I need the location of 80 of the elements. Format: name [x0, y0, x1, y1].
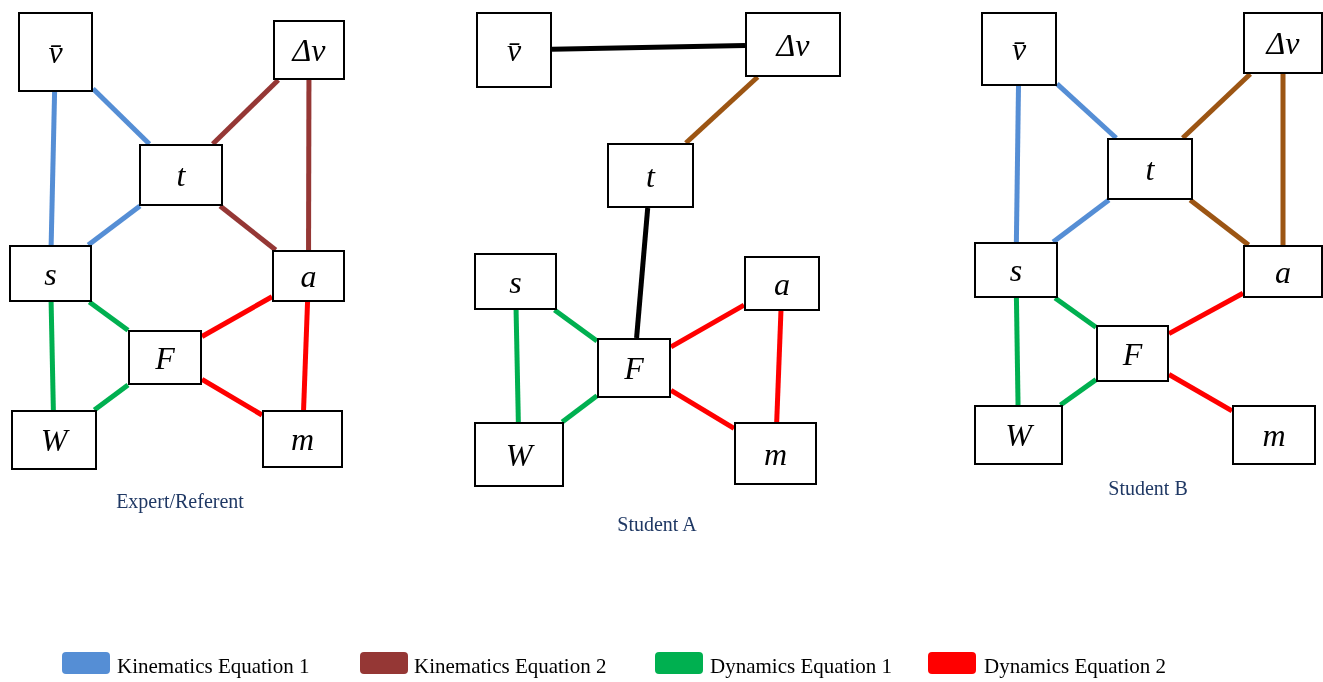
variable-label: a — [774, 267, 790, 300]
variable-label: m — [1262, 419, 1286, 451]
connector-line — [1280, 74, 1286, 245]
connector-line — [1059, 377, 1098, 408]
variable-label: v̄ — [1011, 33, 1027, 65]
legend-label: Kinematics Equation 1 — [117, 654, 310, 679]
connector-line — [1181, 72, 1252, 140]
connector-line — [211, 78, 281, 146]
variable-label: t — [646, 159, 655, 192]
connector-line — [634, 207, 651, 339]
connector-line — [306, 80, 312, 250]
connector-line — [1053, 295, 1098, 330]
variable-box — [1107, 138, 1193, 200]
variable-box — [9, 245, 92, 302]
variable-label: W — [505, 438, 533, 471]
variable-box — [262, 410, 343, 468]
variable-box — [474, 253, 557, 310]
variable-box — [11, 410, 97, 470]
connector-line — [553, 307, 599, 343]
variable-label: a — [300, 260, 317, 292]
variable-box — [745, 12, 841, 77]
variable-label: Δv — [776, 28, 810, 61]
connector-line — [218, 204, 278, 252]
diagram-caption: Expert/Referent — [116, 490, 244, 513]
variable-box — [128, 330, 202, 385]
variable-box — [607, 143, 694, 208]
variable-label: F — [1122, 337, 1143, 370]
variable-label: t — [176, 159, 186, 191]
variable-label: m — [763, 437, 788, 470]
variable-box — [18, 12, 93, 92]
diagram-caption: Student A — [617, 513, 697, 536]
connector-line — [92, 383, 130, 412]
variable-box — [476, 12, 552, 88]
connector-line — [87, 300, 130, 333]
connector-line — [684, 75, 760, 145]
variable-box — [597, 338, 671, 398]
connector-line — [560, 393, 599, 424]
variable-box — [1096, 325, 1169, 382]
variable-label: a — [1275, 255, 1291, 288]
connector-line — [1013, 85, 1021, 243]
connector-line — [48, 301, 56, 411]
variable-label: Δv — [1266, 27, 1300, 59]
variable-label: t — [1145, 153, 1155, 185]
connector-line — [86, 204, 142, 247]
variable-label: Δv — [292, 34, 326, 66]
variable-box — [1232, 405, 1316, 465]
variable-label: v̄ — [48, 36, 63, 68]
variable-box — [273, 20, 345, 80]
connector-line — [1055, 81, 1118, 140]
connector-line — [1013, 297, 1021, 406]
variable-label: W — [40, 424, 68, 456]
variable-box — [272, 250, 345, 302]
variable-label: s — [1009, 254, 1023, 286]
variable-box — [981, 12, 1057, 86]
variable-label: m — [290, 423, 315, 455]
connector-line — [551, 42, 746, 52]
variable-box — [474, 422, 564, 487]
variable-label: s — [509, 265, 522, 298]
connector-line — [91, 86, 152, 146]
variable-box — [1243, 245, 1323, 298]
connector-line — [48, 91, 58, 246]
variable-box — [974, 242, 1058, 298]
variable-label: F — [624, 352, 644, 384]
legend-label: Dynamics Equation 1 — [710, 654, 892, 679]
variable-label: F — [155, 341, 175, 374]
variable-box — [139, 144, 223, 206]
legend-label: Dynamics Equation 2 — [984, 654, 1166, 679]
variable-box — [744, 256, 820, 311]
variable-box — [974, 405, 1063, 465]
connector-line — [301, 301, 311, 411]
legend-label: Kinematics Equation 2 — [414, 654, 607, 679]
variable-label: v̄ — [506, 34, 522, 66]
variable-box — [1243, 12, 1323, 74]
connector-line — [774, 310, 784, 423]
variable-box — [734, 422, 817, 485]
connector-line — [513, 309, 521, 423]
diagram-caption: Student B — [1108, 477, 1188, 500]
variable-label: s — [44, 257, 57, 290]
connector-line — [1188, 198, 1251, 247]
connector-line — [1051, 198, 1111, 244]
